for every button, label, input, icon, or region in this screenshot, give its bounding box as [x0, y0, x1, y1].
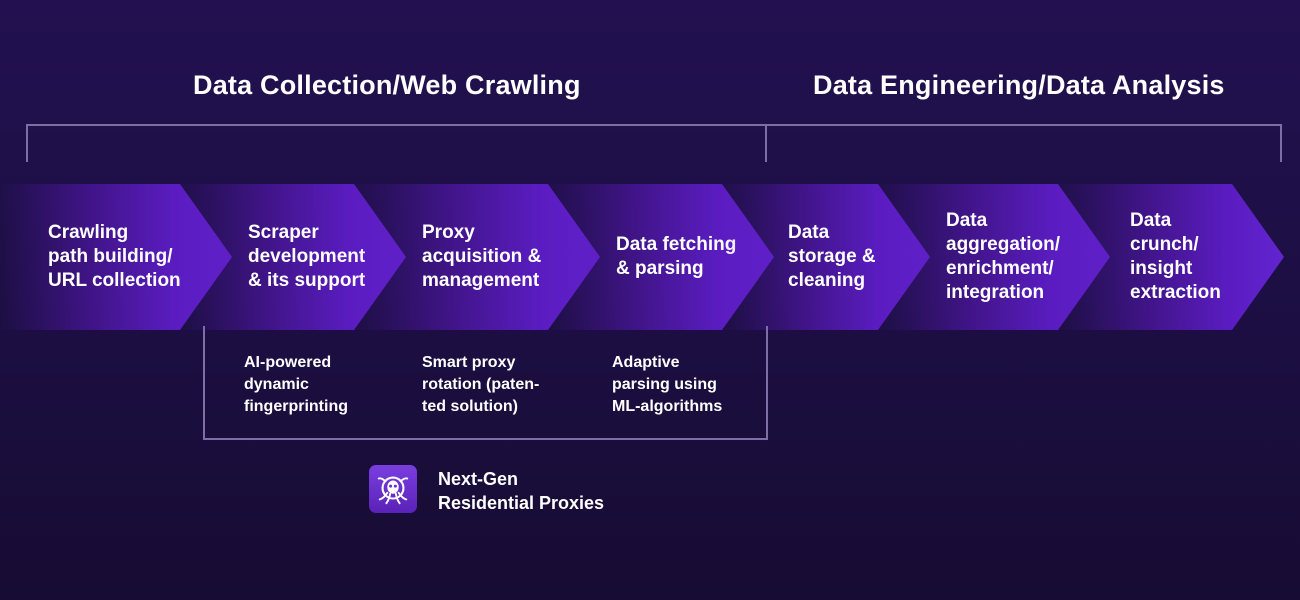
step-label: Data fetching & parsing: [616, 234, 737, 279]
feature-proxy-rotation: Smart proxy rotation (paten- ted solutio…: [422, 354, 540, 415]
data-collection-heading: Data Collection/Web Crawling: [193, 70, 581, 100]
octopus-icon: [377, 476, 409, 505]
step-label: Data crunch/ insight extraction: [1130, 210, 1221, 303]
proxy-logo-icon: [369, 465, 417, 513]
step-label: Crawling path building/ URL collection: [48, 222, 181, 291]
product-name: Next-Gen Residential Proxies: [438, 469, 605, 513]
phase-bracket: [26, 124, 1282, 162]
feature-adaptive-parsing: Adaptive parsing using ML-algorithms: [612, 354, 723, 415]
data-engineering-heading: Data Engineering/Data Analysis: [813, 70, 1225, 100]
step-data-crunch: Data crunch/ insight extraction: [1056, 184, 1284, 330]
phase-divider: [765, 124, 767, 162]
step-label: Proxy acquisition & management: [422, 222, 542, 291]
step-label: Data storage & cleaning: [788, 222, 876, 291]
step-label: Data aggregation/ enrichment/ integratio…: [946, 210, 1061, 303]
step-label: Scraper development & its support: [248, 222, 366, 291]
features-bracket: [203, 326, 768, 440]
feature-fingerprinting: AI-powered dynamic fingerprinting: [244, 354, 348, 415]
